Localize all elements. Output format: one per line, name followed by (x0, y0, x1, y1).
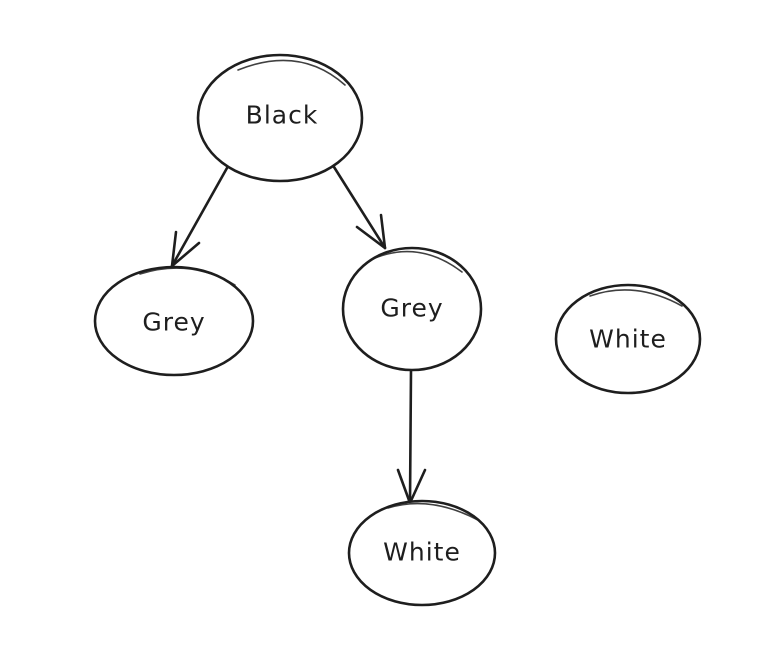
node-grey-left[interactable]: Grey (93, 265, 255, 377)
node-white-right-label: White (589, 325, 667, 354)
edge-black-to-grey-mid (332, 165, 387, 250)
node-black-label: Black (246, 101, 319, 130)
node-grey-mid[interactable]: Grey (341, 246, 483, 372)
edge-black-to-grey-left (170, 166, 229, 268)
node-grey-mid-label: Grey (380, 294, 443, 323)
node-white-bottom[interactable]: White (347, 499, 497, 607)
edge-grey-mid-to-white-bottom (396, 368, 427, 505)
node-black[interactable]: Black (196, 53, 364, 183)
node-white-bottom-label: White (383, 538, 461, 567)
node-white-right[interactable]: White (554, 283, 702, 395)
node-grey-left-label: Grey (142, 308, 205, 337)
